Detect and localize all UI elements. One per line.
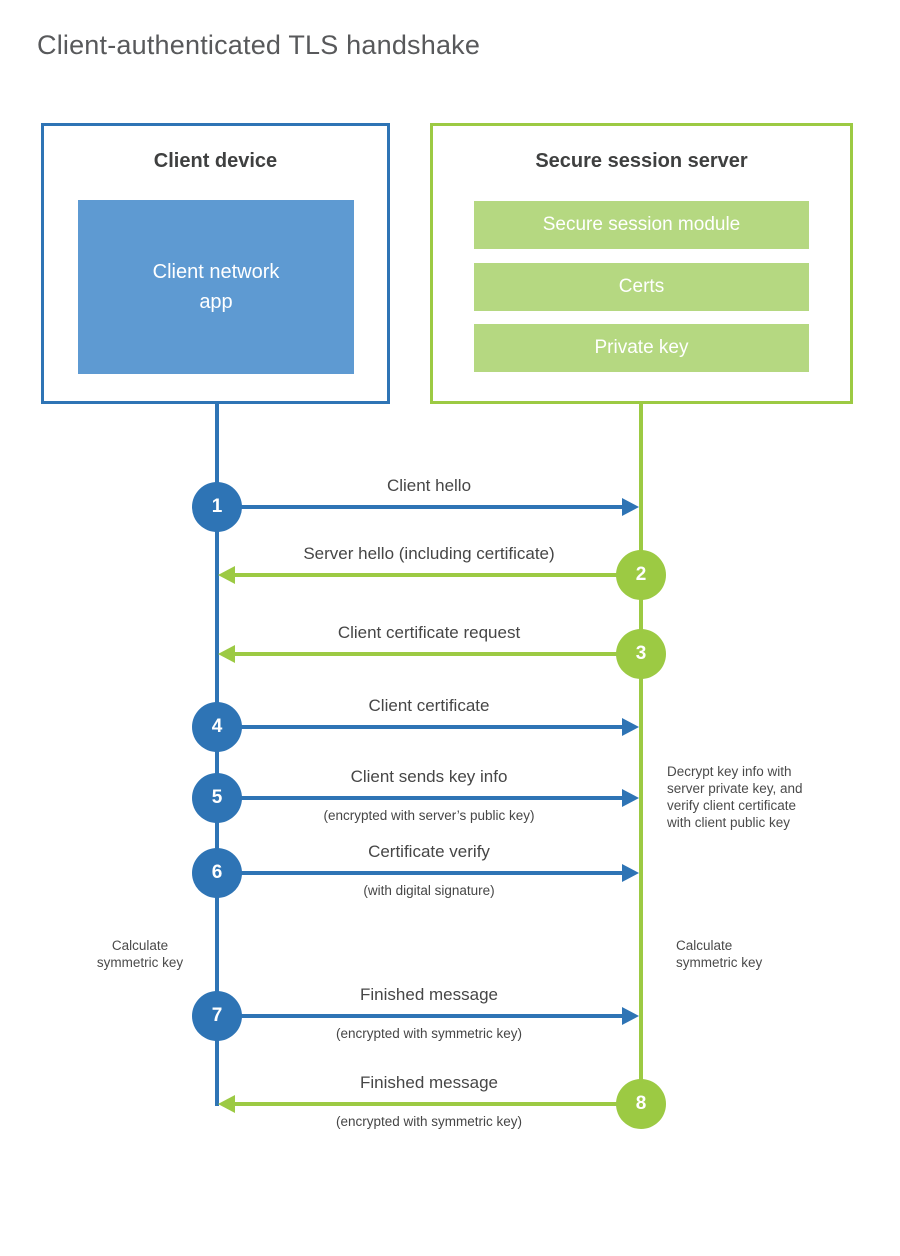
message-arrow-7: [217, 1014, 622, 1018]
message-label-1: Client hello: [386, 476, 472, 495]
arrow-left-icon: [218, 1095, 235, 1113]
server-lifeline: [639, 404, 643, 1104]
message-arrow-8: [235, 1102, 641, 1106]
step-badge-2: 2: [616, 550, 666, 600]
message-sublabel-7: (encrypted with symmetric key): [335, 1026, 523, 1041]
step-badge-3: 3: [616, 629, 666, 679]
message-label-8: Finished message: [360, 1073, 498, 1092]
client-lifeline: [215, 404, 219, 1106]
calculate-symmetric-key-note-client: Calculate symmetric key: [96, 938, 184, 970]
secure-session-server-title: Secure session server: [535, 150, 748, 172]
step-badge-7: 7: [192, 991, 242, 1041]
server-module-certs: Certs: [474, 263, 809, 311]
message-arrow-4: [217, 725, 622, 729]
step-badge-6: 6: [192, 848, 242, 898]
server-module-secure-session: Secure session module: [474, 201, 809, 249]
step-badge-4: 4: [192, 702, 242, 752]
message-label-3: Client certificate request: [337, 623, 521, 642]
client-device-title: Client device: [153, 150, 278, 172]
arrow-left-icon: [218, 566, 235, 584]
message-arrow-5: [217, 796, 622, 800]
message-label-6: Certificate verify: [368, 842, 490, 861]
message-label-7: Finished message: [360, 985, 498, 1004]
message-label-5: Client sends key info: [350, 767, 508, 786]
arrow-right-icon: [622, 789, 639, 807]
server-module-private-key: Private key: [474, 324, 809, 372]
message-sublabel-8: (encrypted with symmetric key): [335, 1114, 523, 1129]
client-network-app-box: Client network app: [78, 200, 354, 374]
message-arrow-3: [235, 652, 641, 656]
step-badge-8: 8: [616, 1079, 666, 1129]
message-label-2: Server hello (including certificate): [303, 544, 555, 563]
arrow-left-icon: [218, 645, 235, 663]
calculate-symmetric-key-note-server: Calculate symmetric key: [676, 938, 763, 970]
message-arrow-2: [235, 573, 641, 577]
message-sublabel-6: (with digital signature): [363, 883, 495, 898]
page-title: Client-authenticated TLS handshake: [37, 30, 481, 60]
arrow-right-icon: [622, 864, 639, 882]
message-sublabel-5: (encrypted with server’s public key): [323, 808, 535, 823]
message-arrow-6: [217, 871, 622, 875]
arrow-right-icon: [622, 498, 639, 516]
decrypt-key-note: Decrypt key info with server private key…: [667, 764, 803, 830]
message-label-4: Client certificate: [368, 696, 490, 715]
arrow-right-icon: [622, 1007, 639, 1025]
arrow-right-icon: [622, 718, 639, 736]
step-badge-5: 5: [192, 773, 242, 823]
message-arrow-1: [217, 505, 622, 509]
step-badge-1: 1: [192, 482, 242, 532]
